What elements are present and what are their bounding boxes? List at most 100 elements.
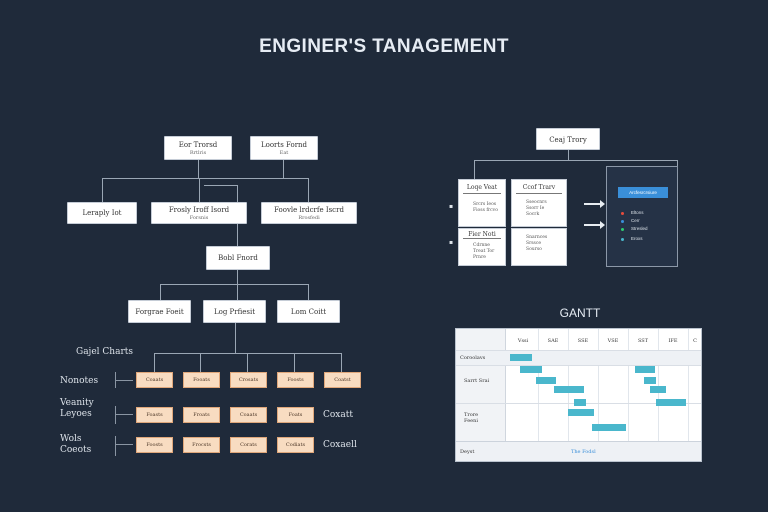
panel-item[interactable]: Cerr [631,218,640,223]
node-label: Frosly Iroff Isord [168,206,230,214]
gantt-chart: Vssi SAE SSE VSE SST IFE C Coroolavs Sar… [455,328,702,462]
panel-item[interactable]: Eroxs [631,236,643,241]
card-line: Fioss frcvo [473,208,498,213]
card-line: Prnre [473,255,486,260]
gantt-col-header: SST [637,338,649,344]
connector [237,270,238,284]
card-line: Srcrs Ieos [473,202,497,207]
panel-item[interactable]: Stresled [631,226,648,231]
grid-cell[interactable]: Codiats [277,437,314,453]
gantt-row[interactable]: Coroolavs [456,350,701,365]
gantt-bar[interactable] [656,399,686,406]
status-dot-icon [621,212,624,215]
org-node-top[interactable]: Eor Trorsd Rrtlris [164,136,232,160]
grid-cell[interactable]: Foats [277,407,314,423]
grid-line [658,329,659,461]
grid-heading: Gajel Charts [76,347,133,357]
grid-line [598,329,599,461]
gantt-row[interactable]: Sarrt Srai [456,365,701,403]
architecture-panel: Arcfesrcrsiure Eltons Cerr Stresled Erox… [606,166,678,267]
row-trail: Coxaell [323,440,357,450]
node-label: Bobl Fnord [218,254,258,262]
grid-cell[interactable]: Fooats [183,372,220,388]
connector [160,284,161,300]
connector [474,160,475,179]
gantt-col-header: VSE [607,338,619,344]
card-line: Srssce [526,241,542,246]
architecture-button[interactable]: Arcfesrcrsiure [618,187,668,198]
node-label: Log Prfiesit [213,308,256,316]
gantt-row-label: Trore Feeni [464,412,479,424]
grid-cell[interactable]: Foosts [136,437,173,453]
org-node-mid[interactable]: Frosly Iroff Isord Forsnis [151,202,247,224]
gantt-bar[interactable] [592,424,626,431]
org-node-lower[interactable]: Lom Coitt [277,300,340,323]
grid-cell[interactable]: Frocsts [183,437,220,453]
grid-line [688,329,689,461]
arrow-right-icon [584,221,605,229]
grid-cell[interactable]: Foosts [277,372,314,388]
grid-line [538,329,539,461]
connector [308,284,309,300]
connector [235,323,236,353]
org-node-top[interactable]: Loorts Fornd Eat [250,136,318,160]
card-title: Loqe Veat [463,180,501,194]
flow-card[interactable]: Ccof Trarv Sseocnrs Ssorr Ie Socrk [511,179,567,227]
grid-cell[interactable]: Froats [183,407,220,423]
connector [199,178,200,202]
org-node-hub[interactable]: Bobl Fnord [206,246,270,270]
gantt-bar[interactable] [536,377,556,384]
gantt-bar[interactable] [568,409,594,416]
grid-line [628,329,629,461]
grid-cell[interactable]: Foasts [136,407,173,423]
status-dot-icon [621,220,624,223]
row-label: Veanity Leyoes [60,398,94,419]
node-label: Foovle lrdcrfe Iscrd [274,206,344,214]
connector [308,178,309,202]
grid-cell[interactable]: Coaats [230,407,267,423]
gantt-col-header: Vssi [517,338,529,344]
grid-cell[interactable]: Coaats [136,372,173,388]
gantt-bar[interactable] [520,366,542,373]
connector [568,150,569,160]
connector [474,160,678,161]
gantt-row-label: Sarrt Srai [464,378,490,384]
gantt-row-label: Coroolavs [460,355,486,361]
node-label: Eor Trorsd [178,141,218,149]
gantt-bar[interactable] [574,399,586,406]
connector [247,353,248,372]
card-marker-icon: ▪ [449,239,454,246]
grid-cell[interactable]: Corats [230,437,267,453]
panel-item[interactable]: Eltons [631,210,644,215]
grid-line [568,329,569,461]
org-node-mid[interactable]: Foovle lrdcrfe Iscrd Rrosfedi [261,202,357,224]
connector [283,160,284,178]
bracket [115,380,133,381]
gantt-bar[interactable] [510,354,532,361]
node-sublabel: Rrosfedi [298,215,320,221]
flow-card[interactable]: Fier Noti Cdrnne Treat Tor Prnre [458,228,506,266]
node-sublabel: Eat [279,150,289,156]
flow-card[interactable]: Snarnces Srssce Sourso [511,228,567,266]
gantt-bar[interactable] [635,366,655,373]
bracket [115,436,116,456]
org-node-mid[interactable]: Leraply Iot [67,202,137,224]
card-marker-icon: ▪ [449,203,454,210]
connector [160,284,309,285]
flow-card[interactable]: Loqe Veat Srcrs Ieos Fioss frcvo [458,179,506,227]
gantt-bar[interactable] [554,386,584,393]
org-node-lower[interactable]: Forgrae Foeit [128,300,191,323]
gantt-footer-link[interactable]: The Fodsl [571,449,596,455]
flow-top-node[interactable]: Ceaj Trory [536,128,600,150]
gantt-bar[interactable] [650,386,666,393]
card-title: Fier Noti [463,229,501,239]
connector [102,178,103,202]
grid-cell[interactable]: Crosats [230,372,267,388]
card-line: Snarnces [526,235,548,240]
gantt-col-header: C [693,338,697,344]
arrow-right-icon [584,200,605,208]
connector [341,353,342,372]
grid-cell[interactable]: Coatst [324,372,361,388]
org-node-lower[interactable]: Log Prfiesit [203,300,266,323]
gantt-bar[interactable] [644,377,656,384]
